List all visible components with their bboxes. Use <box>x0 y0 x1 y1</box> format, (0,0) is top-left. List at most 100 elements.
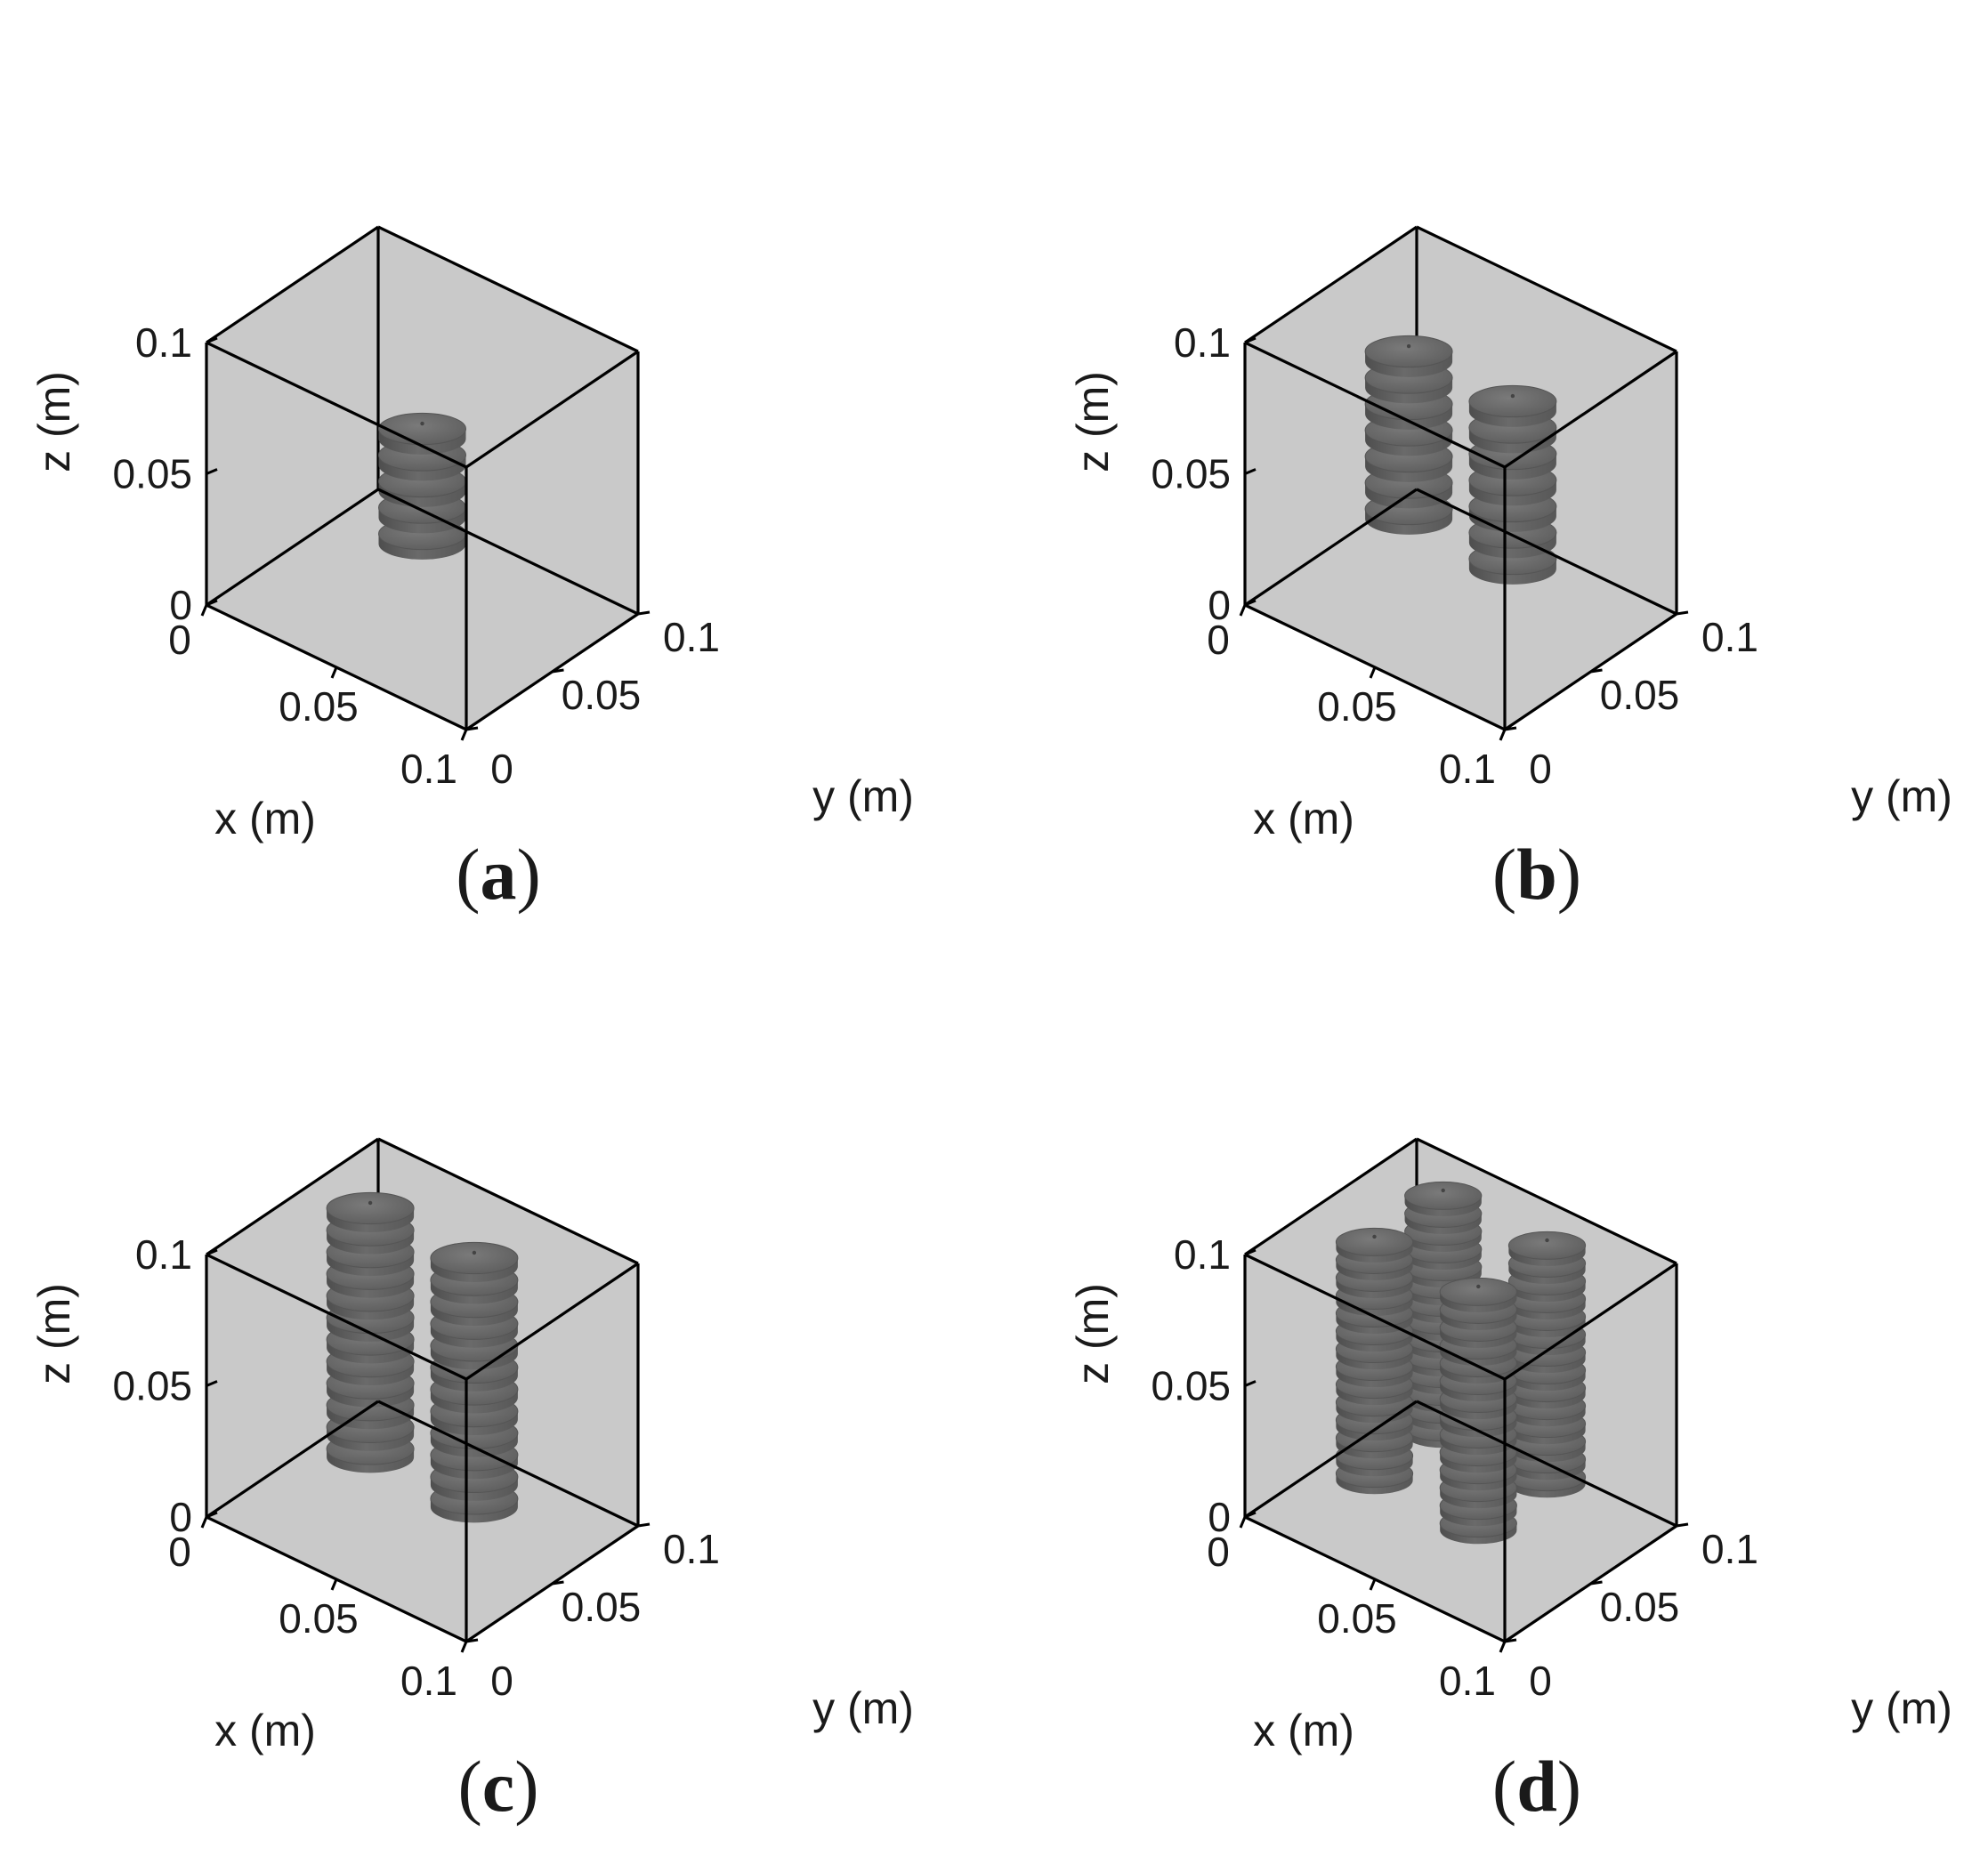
disk-top <box>430 1241 519 1275</box>
z-tick-mark <box>1244 468 1257 475</box>
box-edge-back-0 <box>206 225 379 344</box>
disk-top <box>1507 1231 1587 1260</box>
box-edge-2 <box>1416 1400 1677 1528</box>
box-edge-2 <box>377 488 639 616</box>
disk-center-dot <box>1441 1188 1445 1193</box>
x-tick-mark <box>330 1578 338 1591</box>
x-tick-mark <box>1369 666 1377 679</box>
disk-top <box>1404 1181 1483 1210</box>
x-tick-label: 0.1 <box>1439 1658 1496 1704</box>
z-tick-mark <box>206 468 218 475</box>
y-tick-label: 0 <box>1529 1658 1552 1704</box>
box-edge-6 <box>1244 341 1506 469</box>
z-axis-label: z (m) <box>29 1283 79 1384</box>
y-tick-label: 0.1 <box>663 614 720 660</box>
disk-column <box>377 412 467 560</box>
disk-column <box>1335 1227 1414 1495</box>
z-tick-label: 0.05 <box>1151 1363 1231 1409</box>
x-tick-label: 0.1 <box>1439 746 1496 792</box>
x-axis-label: x (m) <box>214 1706 316 1755</box>
y-tick-mark <box>1676 610 1689 616</box>
x-tick-label: 0.05 <box>279 683 359 730</box>
disk-top <box>326 1191 415 1225</box>
disk-center-dot <box>368 1200 373 1206</box>
caption-letter: a <box>481 834 517 915</box>
x-tick-mark <box>200 1516 208 1529</box>
y-tick-mark <box>1504 1638 1517 1643</box>
y-axis-label: y (m) <box>1851 771 1952 821</box>
box-edge-6 <box>1244 1253 1506 1381</box>
z-tick-label: 0 <box>169 1494 192 1540</box>
box-edge-3 <box>1244 488 1418 607</box>
disk-center-dot <box>1545 1238 1549 1243</box>
disk <box>1468 384 1557 427</box>
caption-paren-close: ) <box>1557 834 1581 915</box>
x-tick-label: 0 <box>1207 617 1230 663</box>
z-tick-label: 0.1 <box>1174 319 1231 366</box>
x-tick-mark <box>460 1641 468 1653</box>
z-tick-label: 0 <box>1208 1494 1231 1540</box>
y-axis-label: y (m) <box>812 1683 914 1733</box>
box-floor <box>1245 489 1677 730</box>
box-floor <box>206 1401 638 1642</box>
y-tick-mark <box>1590 1580 1603 1586</box>
z-axis-label: z (m) <box>1068 371 1118 472</box>
y-tick-mark <box>637 610 651 616</box>
box-edge-7 <box>1504 1262 1677 1381</box>
disk <box>1335 1227 1414 1263</box>
caption-paren-open: ( <box>457 1746 481 1827</box>
disk <box>1364 335 1453 377</box>
y-tick-mark <box>1504 726 1517 731</box>
z-tick-mark <box>1244 599 1257 607</box>
x-tick-mark <box>1369 1578 1377 1591</box>
x-tick-mark <box>1499 729 1507 741</box>
disk <box>1439 1277 1517 1313</box>
caption-paren-open: ( <box>1492 1746 1516 1827</box>
box-edge-3 <box>206 488 379 607</box>
disk <box>326 1191 415 1232</box>
disk-column <box>326 1191 415 1473</box>
caption-paren-open: ( <box>456 834 480 915</box>
x-tick-label: 0 <box>168 1529 191 1575</box>
y-tick-mark <box>1590 668 1603 674</box>
disk-center-dot <box>1510 393 1515 399</box>
panel-caption: (a) <box>456 834 541 915</box>
box-edge-back-0 <box>1244 1137 1418 1256</box>
z-tick-mark <box>206 1248 218 1256</box>
disk <box>1507 1231 1587 1267</box>
y-tick-label: 0 <box>490 1658 513 1704</box>
disk-top <box>1439 1277 1517 1306</box>
box-edge-back-1 <box>1416 1137 1677 1265</box>
z-tick-mark <box>206 1511 218 1519</box>
y-tick-mark <box>637 1522 651 1528</box>
y-tick-label: 0.1 <box>1701 1526 1758 1572</box>
x-axis-label: x (m) <box>1253 1706 1354 1755</box>
x-tick-label: 0.1 <box>400 1658 457 1704</box>
z-tick-mark <box>206 1380 218 1387</box>
z-tick-label: 0 <box>1208 582 1231 628</box>
disk <box>1404 1181 1483 1217</box>
x-tick-label: 0.1 <box>400 746 457 792</box>
disk <box>377 412 467 455</box>
z-axis-label: z (m) <box>29 371 79 472</box>
z-tick-label: 0.1 <box>1174 1231 1231 1278</box>
z-tick-label: 0.05 <box>112 451 192 497</box>
x-axis-label: x (m) <box>214 794 316 843</box>
x-tick-label: 0 <box>168 617 191 663</box>
box-edge-7 <box>465 1262 639 1381</box>
y-tick-mark <box>552 668 564 674</box>
x-tick-mark <box>1239 604 1247 617</box>
z-tick-mark <box>1244 1380 1257 1387</box>
y-tick-mark <box>465 726 479 731</box>
x-axis-label: x (m) <box>1253 794 1354 843</box>
box-back-wall-x0 <box>206 227 378 605</box>
x-tick-mark <box>330 666 338 679</box>
box-edge-7 <box>465 350 639 469</box>
box-edge-back-1 <box>377 1137 639 1265</box>
z-tick-label: 0.05 <box>112 1363 192 1409</box>
disk-column <box>1507 1231 1587 1498</box>
panel-caption: (c) <box>457 1746 538 1827</box>
